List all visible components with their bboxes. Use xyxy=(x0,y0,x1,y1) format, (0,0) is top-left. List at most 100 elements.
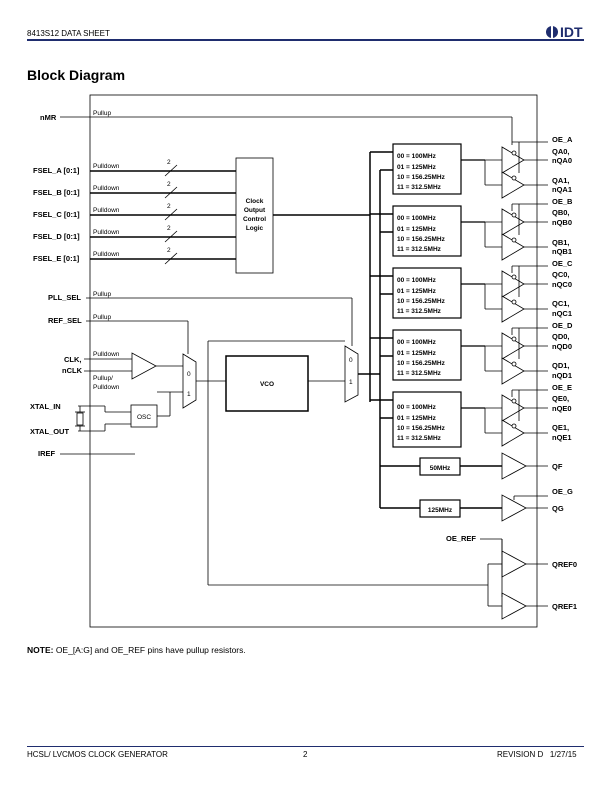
svg-text:10 = 156.25MHz: 10 = 156.25MHz xyxy=(397,298,446,305)
crystal-icon xyxy=(76,412,84,426)
xtal-out-label: XTAL_OUT xyxy=(30,427,69,436)
svg-text:01 = 125MHz: 01 = 125MHz xyxy=(397,164,437,171)
qref1-label: QREF1 xyxy=(552,602,577,611)
freq-table-a: 00 = 100MHz 01 = 125MHz 10 = 156.25MHz 1… xyxy=(392,143,462,195)
fsel-a: FSEL_A [0:1] Pulldown 2 xyxy=(33,159,236,177)
fsel-d: FSEL_D [0:1] Pulldown 2 xyxy=(33,225,236,243)
buffer-qa0 xyxy=(501,146,525,174)
oe-b-label: OE_B xyxy=(552,197,573,206)
fsel-c-label: FSEL_C [0:1] xyxy=(33,210,80,219)
fsel-c-resistor: Pulldown xyxy=(93,207,120,214)
iref-label: IREF xyxy=(38,449,56,458)
buffer-qf xyxy=(501,452,527,480)
nclk-label: nCLK xyxy=(62,366,83,375)
fsel-b-bus: 2 xyxy=(167,181,171,188)
qb0-label: QB0, xyxy=(552,208,570,217)
fsel-e: FSEL_E [0:1] Pulldown 2 xyxy=(33,247,236,265)
clk-label: CLK, xyxy=(64,355,82,364)
footer-rule xyxy=(27,746,584,747)
vco-text: VCO xyxy=(260,381,274,388)
input-mux-1: 1 xyxy=(187,391,191,398)
qd0-label: QD0, xyxy=(552,332,570,341)
buffer-qb0 xyxy=(501,208,525,236)
svg-text:11 = 312.5MHz: 11 = 312.5MHz xyxy=(397,308,442,315)
input-mux xyxy=(182,353,197,409)
nclk-resistor-2: Pulldown xyxy=(93,384,120,391)
svg-text:01 = 125MHz: 01 = 125MHz xyxy=(397,288,437,295)
buffer-qa1 xyxy=(501,171,525,199)
note-label: NOTE: xyxy=(27,645,54,655)
qa1-label: QA1, xyxy=(552,176,570,185)
f125-text: 125MHz xyxy=(428,507,453,514)
svg-text:11 = 312.5MHz: 11 = 312.5MHz xyxy=(397,435,442,442)
vco-block xyxy=(225,355,309,412)
chip-outline xyxy=(89,94,538,628)
buffer-qe0 xyxy=(501,394,525,422)
qf-label: QF xyxy=(552,462,563,471)
nqb0-label: nQB0 xyxy=(552,218,572,227)
oe-e-label: OE_E xyxy=(552,383,572,392)
svg-text:11 = 312.5MHz: 11 = 312.5MHz xyxy=(397,370,442,377)
svg-text:10 = 156.25MHz: 10 = 156.25MHz xyxy=(397,360,446,367)
svg-text:00 = 100MHz: 00 = 100MHz xyxy=(397,153,437,160)
pll-sel-label: PLL_SEL xyxy=(48,293,81,302)
input-mux-0: 0 xyxy=(187,371,191,378)
nqa0-label: nQA0 xyxy=(552,156,572,165)
qref0-label: QREF0 xyxy=(552,560,577,569)
buffer-qref1 xyxy=(501,592,527,620)
pll-mux-1: 1 xyxy=(349,379,353,386)
fsel-c-bus: 2 xyxy=(167,203,171,210)
qg-label: QG xyxy=(552,504,564,513)
fsel-b-resistor: Pulldown xyxy=(93,185,120,192)
nqc1-label: nQC1 xyxy=(552,309,572,318)
fsel-a-label: FSEL_A [0:1] xyxy=(33,166,80,175)
fsel-d-bus: 2 xyxy=(167,225,171,232)
qc1-label: QC1, xyxy=(552,299,570,308)
qa0-label: QA0, xyxy=(552,147,570,156)
xtal-in-label: XTAL_IN xyxy=(30,402,61,411)
qe1-label: QE1, xyxy=(552,423,569,432)
control-logic-text-3: Control xyxy=(243,216,266,223)
page-title: Block Diagram xyxy=(27,67,126,83)
fsel-e-label: FSEL_E [0:1] xyxy=(33,254,80,263)
fsel-a-bus: 2 xyxy=(167,159,171,166)
fsel-e-bus: 2 xyxy=(167,247,171,254)
note: NOTE: OE_[A:G] and OE_REF pins have pull… xyxy=(27,645,246,655)
svg-text:00 = 100MHz: 00 = 100MHz xyxy=(397,339,437,346)
freq-table-e: 00 = 100MHz 01 = 125MHz 10 = 156.25MHz 1… xyxy=(392,391,462,448)
nqe0-label: nQE0 xyxy=(552,404,572,413)
buffer-qb1 xyxy=(501,233,525,261)
oe-a-label: OE_A xyxy=(552,135,573,144)
qb1-label: QB1, xyxy=(552,238,570,247)
ref-sel-label: REF_SEL xyxy=(48,316,82,325)
note-text: OE_[A:G] and OE_REF pins have pullup res… xyxy=(53,645,246,655)
footer-revision: REVISION D 1/27/15 xyxy=(497,750,577,759)
qe0-label: QE0, xyxy=(552,394,569,403)
clk-resistor: Pulldown xyxy=(93,351,120,358)
freq-table-b: 00 = 100MHz 01 = 125MHz 10 = 156.25MHz 1… xyxy=(392,205,462,257)
svg-text:01 = 125MHz: 01 = 125MHz xyxy=(397,415,437,422)
control-logic-text-4: Logic xyxy=(246,225,264,232)
svg-text:10 = 156.25MHz: 10 = 156.25MHz xyxy=(397,174,446,181)
nmr-resistor: Pullup xyxy=(93,110,111,117)
fsel-d-resistor: Pulldown xyxy=(93,229,120,236)
fsel-b: FSEL_B [0:1] Pulldown 2 xyxy=(33,181,236,199)
footer-left: HCSL/ LVCMOS CLOCK GENERATOR xyxy=(27,750,168,759)
pll-mux xyxy=(344,345,359,403)
fsel-b-label: FSEL_B [0:1] xyxy=(33,188,80,197)
svg-text:11 = 312.5MHz: 11 = 312.5MHz xyxy=(397,246,442,253)
svg-text:11 = 312.5MHz: 11 = 312.5MHz xyxy=(397,184,442,191)
nqa1-label: nQA1 xyxy=(552,185,572,194)
fsel-d-label: FSEL_D [0:1] xyxy=(33,232,80,241)
idt-logo-icon xyxy=(546,26,558,38)
oe-d-label: OE_D xyxy=(552,321,573,330)
svg-text:00 = 100MHz: 00 = 100MHz xyxy=(397,404,437,411)
svg-text:10 = 156.25MHz: 10 = 156.25MHz xyxy=(397,236,446,243)
buffer-qg xyxy=(501,494,527,522)
header-rule xyxy=(27,39,584,41)
ref-sel-resistor: Pullup xyxy=(93,314,111,321)
qd1-label: QD1, xyxy=(552,361,570,370)
fsel-e-resistor: Pulldown xyxy=(93,251,120,258)
idt-logo-text: IDT xyxy=(560,24,583,40)
